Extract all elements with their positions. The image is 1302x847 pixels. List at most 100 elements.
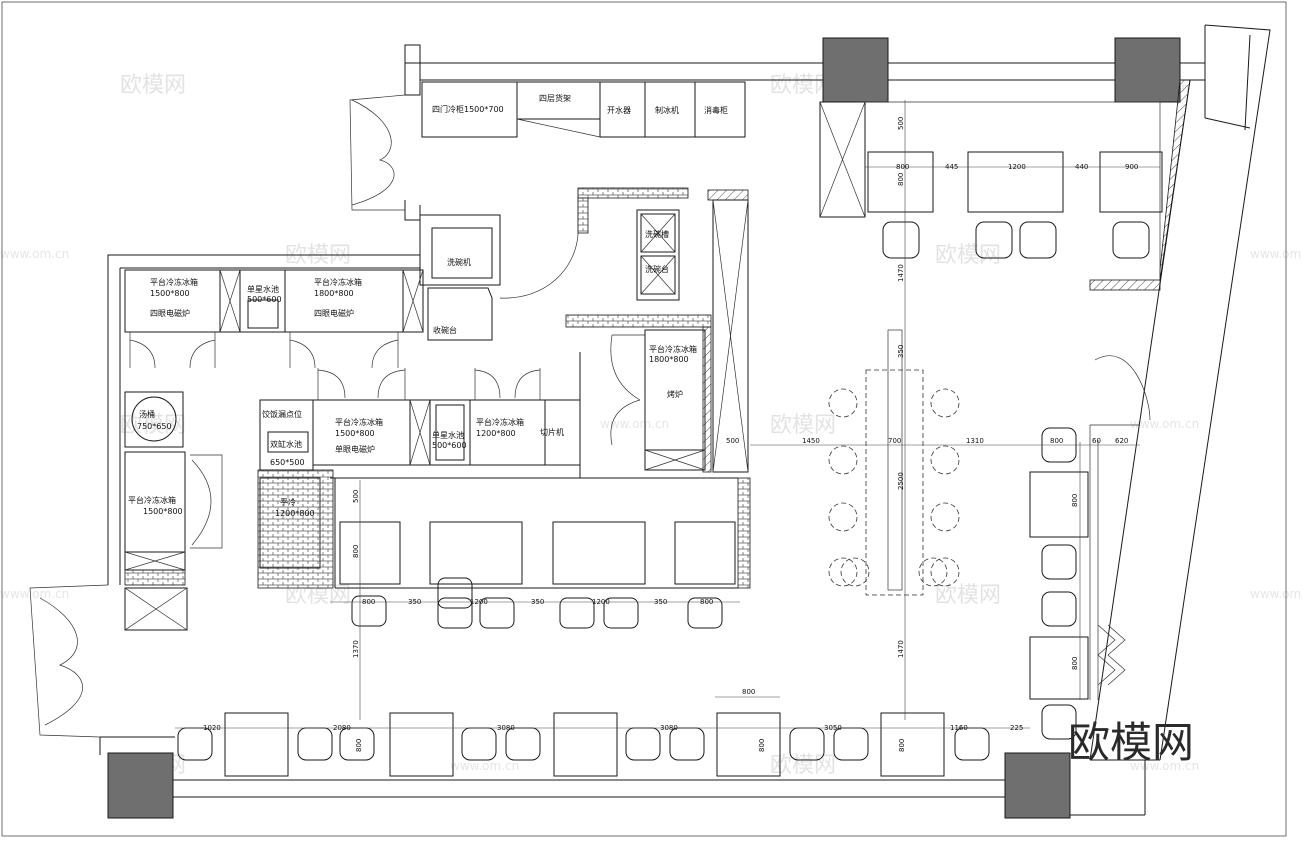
roast-station: 平台冷冻冰箱 1800*800 烤炉 [579,329,706,471]
structural-column [1114,37,1181,103]
outer-walls [99,24,1271,816]
dim-text: 1020 [203,724,221,732]
dim-text: 800 [1071,657,1079,670]
entrance-door-bottom[interactable] [29,584,109,738]
dim-text: 1450 [802,437,820,445]
dining-center [828,329,960,596]
dim-text: 500 [352,490,360,503]
structural-column [107,752,174,819]
dim-text: 800 [355,739,363,752]
dish-collect-label: 收碗台 [433,325,457,335]
left-kitchen-column: 汤桶 750*650 平台冷冻冰箱 1500*800 [124,391,223,631]
dim-text: 1200 [592,598,610,606]
dining-bottom-row [177,712,990,777]
dim-text: 3080 [497,724,515,732]
double-sink-size: 650*500 [270,458,305,467]
watermark-url: www.om.cn [0,587,69,601]
dim-text: 900 [1125,163,1138,171]
four-door-fridge-label: 四门冷柜1500*700 [432,104,504,114]
watermark-url: www.om.cn [1130,417,1199,431]
wash-station [636,209,680,301]
freezer-3-title: 平台冷冻冰箱 [335,417,383,427]
dim-text: 60 [1092,437,1101,445]
dim-text: 1160 [950,724,968,732]
sterilizer-label: 消毒柜 [704,105,728,115]
soup-title: 汤桶 [139,409,155,419]
dishwasher-label: 洗碗机 [447,257,471,267]
dim-text: 1200 [1008,163,1026,171]
brick-walls [124,187,751,589]
dim-text: 3080 [660,724,678,732]
dim-text: 350 [408,598,421,606]
dim-text: 800 [1071,494,1079,507]
freezer-1-title: 平台冷冻冰箱 [150,277,198,287]
dim-text: 2500 [897,472,905,490]
dish-collect-table [427,287,493,341]
counter-table [339,521,401,585]
roast-label: 烤炉 [667,389,683,399]
dim-text: 350 [897,345,905,358]
watermark-url: www.om.cn [1130,759,1199,773]
counter-table [429,521,523,585]
freezer-5-size: 1500*800 [143,507,183,516]
dim-text: 800 [758,739,766,752]
flat-cold-size: 1200*800 [275,509,315,518]
dim-text: 800 [362,598,375,606]
dim-text: 225 [1010,724,1023,732]
dim-text: 350 [531,598,544,606]
stove-four-b-label: 四眼电磁炉 [314,308,354,318]
dim-text: 800 [700,598,713,606]
counter-table [674,521,736,585]
freezer-4-title: 平台冷冻冰箱 [476,417,524,427]
freezer-right-title: 平台冷冻冰箱 [649,344,697,354]
dishwashing-area: 洗碗机 收碗台 [419,190,579,341]
brand-logo-text: 欧模网 [1068,718,1194,767]
watermark-url: www.om.cn [1250,587,1302,601]
dim-text: 800 [352,545,360,558]
double-sink-label: 双缸水池 [270,439,302,449]
soup-size: 750*650 [137,422,172,431]
watermark-url: www.om.cn [450,759,519,773]
dim-text: 1200 [470,598,488,606]
dining-right-column [1029,355,1151,740]
dim-text: 800 [897,173,905,186]
dim-text: 445 [945,163,958,171]
single-sink-2-size: 500*600 [432,441,467,450]
dim-text: 800 [896,163,909,171]
entrance-door-top[interactable] [349,94,406,211]
watermark-text: 欧模网 [770,413,836,438]
dishwasher [431,227,493,279]
dim-text: 800 [898,739,906,752]
dim-text: 500 [726,437,739,445]
counter-chairs [351,577,723,629]
freezer-2-title: 平台冷冻冰箱 [314,277,362,287]
dim-text: 800 [742,688,755,696]
dimension-lines [175,100,1160,729]
dumpling-label: 饺饭漏点位 [262,409,302,419]
dim-text: 1310 [966,437,984,445]
kitchen-prep-row: 饺饭漏点位 双缸水池 650*500 平台冷冻冰箱 1500*800 单眼电磁炉… [259,368,738,569]
dim-text: 1470 [897,264,905,282]
slicer [544,399,581,466]
freezer-3-size: 1500*800 [335,429,375,438]
watermark-layer: 欧模网 欧模网 欧模网 欧模网 欧模网 欧模网 欧模网 欧模网 欧模网 欧模网 … [0,73,1302,778]
watermark-url: www.om.cn [600,417,669,431]
dim-text: 3050 [824,724,842,732]
tall-cabinet [712,199,749,473]
drawing-frame [1,1,1287,837]
watermark-text: 欧模网 [770,753,836,778]
four-layer-shelf-label: 四层货架 [539,93,571,103]
dim-text: 620 [1115,437,1128,445]
dim-text: 800 [1050,437,1063,445]
single-sink-2-label: 单星水池 [432,430,464,440]
dim-text: 1370 [352,640,360,658]
hatched-wall [1089,279,1161,291]
dining-top-row [867,151,1163,259]
dim-text: 350 [654,598,667,606]
freezer-2-size: 1800*800 [314,289,354,298]
stove-four-a-label: 四眼电磁炉 [150,308,190,318]
watermark-url: www.om.cn [1250,247,1302,261]
dim-text: 500 [897,117,905,130]
stove-single-label: 单眼电磁炉 [335,444,375,454]
